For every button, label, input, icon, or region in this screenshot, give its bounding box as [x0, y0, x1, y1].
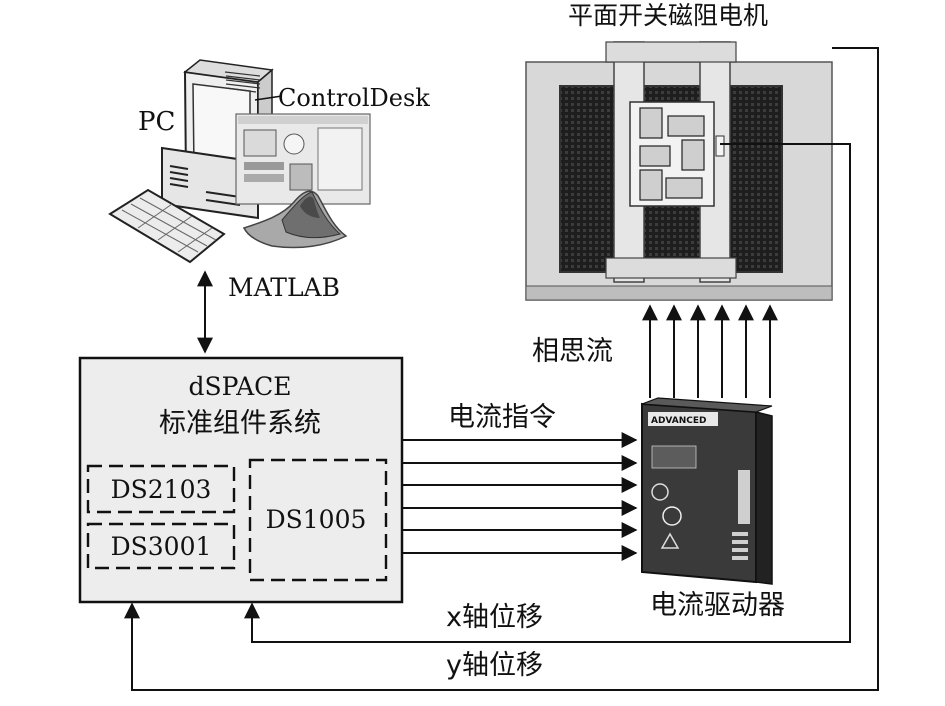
driver-label: 电流驱动器 [650, 590, 785, 621]
planar-srm-motor-image [526, 42, 832, 300]
current-driver-image: ADVANCED [642, 398, 772, 584]
driver-brand-text: ADVANCED [651, 416, 707, 426]
dspace-subtitle: 标准组件系统 [159, 408, 321, 439]
dspace-title: dSPACE [188, 372, 291, 401]
ds1005-label: DS1005 [266, 505, 367, 534]
x-displacement-label: x轴位移 [446, 602, 543, 633]
pc-label: PC [138, 107, 175, 137]
phase-current-label: 相思流 [532, 336, 613, 367]
ds2103-label: DS2103 [111, 475, 212, 504]
phase-current-arrows [650, 306, 770, 398]
controldesk-label: ControlDesk [278, 84, 430, 112]
matlab-label: MATLAB [228, 273, 340, 302]
y-displacement-label: y轴位移 [446, 650, 543, 681]
controldesk-screen-image [236, 114, 370, 204]
current-command-arrows [402, 440, 636, 553]
motor-title: 平面开关磁阻电机 [568, 1, 768, 30]
ds3001-label: DS3001 [111, 532, 212, 561]
current-command-label: 电流指令 [448, 402, 556, 433]
